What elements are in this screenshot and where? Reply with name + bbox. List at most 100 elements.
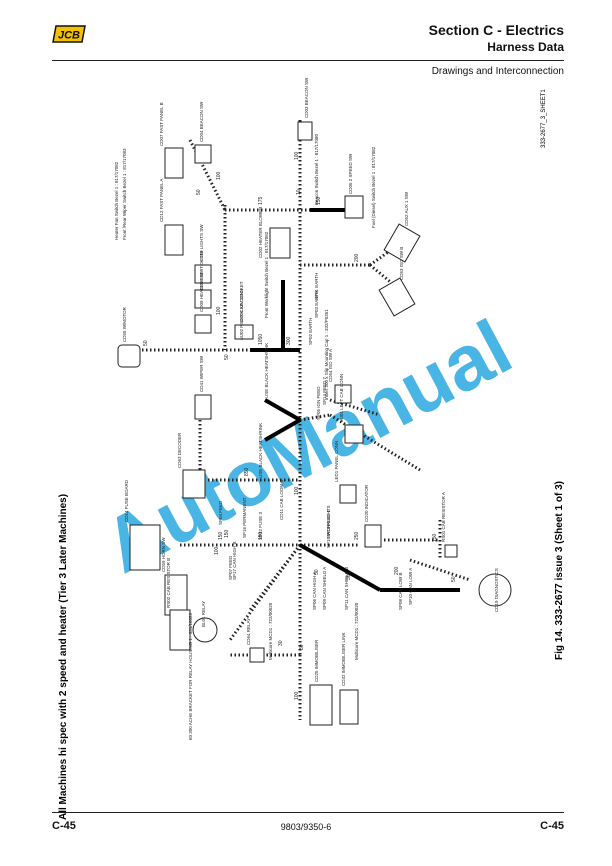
- connector-label: MJ02 RIGHT CAB CONN: [239, 289, 244, 340]
- connector-label: CD32 IMMOBILISER LINK: [341, 632, 346, 686]
- connector-cd06: [234, 324, 254, 340]
- connector-cd20: [364, 524, 382, 548]
- connector-cd09: [194, 314, 212, 334]
- connector-cd04: [194, 144, 212, 164]
- splice-label: SP15 WORKLIGHTS: [326, 505, 331, 548]
- connector-cd02: [269, 227, 291, 259]
- connector-label: CD08 SWITCH SW: [199, 250, 204, 290]
- connector-cd19: [478, 573, 512, 607]
- wire-length-label: 150: [224, 529, 230, 538]
- connector-cd03: [297, 121, 313, 141]
- connector-label: CD20 INDICATOR: [364, 484, 369, 522]
- note-insert: Insert 300 x Slip Mounting Cap 1 : 332/P…: [324, 309, 329, 400]
- connector-mj01: [339, 484, 357, 504]
- note-fuel-level: Fuel (Diesel) Switch Bezel 1 : 817/17082: [371, 146, 376, 228]
- connector-label: RS01 CAB RESISTOR A: [441, 492, 446, 542]
- note-heatshrink-a: USE BLACK HEATSHRINK: [258, 423, 263, 478]
- connector-labels: CD02 HEATER BLOWER CD03 BEACON SW CD04 BEA…: [122, 77, 499, 686]
- wire-length-label: 150: [432, 533, 438, 542]
- connector-label: CD10 LIGHTS SW: [199, 224, 204, 262]
- connector-label: CD11 CAB LOOM B: [279, 480, 284, 520]
- connector-cd14: [129, 524, 161, 571]
- connector-symbols: [117, 121, 512, 726]
- wire-length-label: 50: [314, 569, 320, 575]
- section-subtitle: Harness Data: [487, 40, 564, 54]
- connector-label: MJ01 LEFT CAB CONN: [339, 374, 344, 422]
- note-work-light: Front Worklight Switch Bezel 1 : 817/170…: [264, 231, 269, 318]
- wire-length-label: 100: [216, 171, 222, 180]
- wire-length-label: 100: [214, 546, 220, 555]
- connector-label: CD03 BEACON SW: [304, 77, 309, 118]
- note-front-rear-wiper: Front /Rear Wiper Switch Bezel 1 : 817/1…: [122, 148, 127, 240]
- connector-label: CD09 HEATER SW: [199, 272, 204, 312]
- splice-label: SP16 PERMANENT: [242, 497, 247, 538]
- connector-label: CD05 2 SPEED SW: [348, 153, 353, 194]
- splice-label: SP07 FEED: [228, 555, 233, 580]
- connector-cd05: [344, 195, 364, 219]
- splice-label: SP14 FEED 7: [322, 376, 327, 405]
- connector-rs01: [249, 647, 265, 663]
- wire-length-label: 100: [294, 486, 300, 495]
- splice-label: SP17 CAN HIGH B: [232, 541, 237, 580]
- connector-label: CD04 BEACON SW: [199, 101, 204, 142]
- note-multicore-a: Multicore MCD1 : 722/00020: [268, 602, 273, 660]
- wire-length-label: 250: [354, 531, 360, 540]
- connector-cd12: [164, 224, 184, 256]
- wire-length-label: 150: [258, 531, 264, 540]
- splice-label: SP06 CAN HIGH A: [312, 572, 317, 610]
- connector-cd25: [309, 684, 333, 726]
- connector-label: CD19 DIAGNOSTICS: [494, 568, 499, 612]
- connector-cd54: [378, 277, 416, 317]
- wire-length-label: 300: [346, 571, 352, 580]
- splice-label: SP08 CAN LOW B: [398, 572, 403, 610]
- connector-label: CD55 W/MOTOR: [122, 306, 127, 342]
- splice-label: SP04 FEED: [218, 500, 223, 525]
- connector-label: LED1 PANEL CONN: [334, 441, 339, 482]
- connector-label: CD02 HEATER BLOWER: [258, 206, 263, 258]
- wire-length-label: 200: [394, 566, 400, 575]
- splice-label: SP01 EARTH: [314, 273, 319, 300]
- header-rule: [52, 60, 564, 61]
- connector-cd32: [339, 689, 359, 725]
- section-title: Section C - Electrics: [428, 22, 564, 38]
- connector-label: CD59 HORN SW: [161, 537, 166, 572]
- wire-length-label: 200: [354, 253, 360, 262]
- document-number: 9803/9350-6: [280, 822, 332, 832]
- svg-text:JCB: JCB: [58, 30, 80, 42]
- wire-length-label: 50: [143, 340, 149, 346]
- connector-label: CD07 FAST PANEL B: [159, 102, 164, 146]
- connector-cd59: [117, 344, 141, 368]
- connector-bl01: [169, 609, 191, 651]
- wire-length-label: 150: [218, 531, 224, 540]
- wire-length-label: 100: [294, 691, 300, 700]
- connector-cd64: [182, 469, 206, 499]
- note-bracket: 60 300 ACHE BRACKET FOR RELAY HOUSING 1 …: [188, 612, 193, 740]
- wire-length-label: 30: [278, 640, 284, 646]
- wire-length-label: 50: [451, 576, 457, 582]
- connector-cd55: [334, 384, 352, 404]
- connector-label: CD52 AUX 1 SW: [404, 191, 409, 226]
- connector-label: CD53 ISO SW B: [399, 247, 404, 280]
- figure-caption: Fig 14. 333-2677 issue 3 (Sheet 1 of 3): [554, 481, 565, 660]
- wire-length-label: 100: [216, 306, 222, 315]
- connector-mj02: [344, 424, 364, 444]
- splice-label: SP12 FUSE 3: [258, 511, 263, 540]
- wire-length-label: 850: [244, 467, 250, 476]
- connector-label: CD54 ISO SW A: [328, 349, 333, 382]
- note-beacon-switch: Beacon Switch Bezel 1 : 817/17080: [314, 133, 319, 205]
- section-description: Drawings and Interconnection: [431, 66, 564, 77]
- page-number-right: C-45: [540, 820, 564, 832]
- splice-label: SP05 IGN FEED: [316, 386, 321, 420]
- connector-label: CD64 RELAY: [246, 618, 251, 645]
- wire-length-label: 300: [286, 336, 292, 345]
- connector-cd08: [194, 289, 212, 309]
- note-multicore-b: Multicore MCD1 : 722/00020: [354, 602, 359, 660]
- splice-label: SP11 CAN SHIELD B: [344, 567, 349, 610]
- connector-label: BL01 RELAY: [201, 601, 206, 627]
- wire-length-label: 50: [196, 189, 202, 195]
- heatshrink-sections: [250, 208, 460, 592]
- wire-length-label: 50: [224, 354, 230, 360]
